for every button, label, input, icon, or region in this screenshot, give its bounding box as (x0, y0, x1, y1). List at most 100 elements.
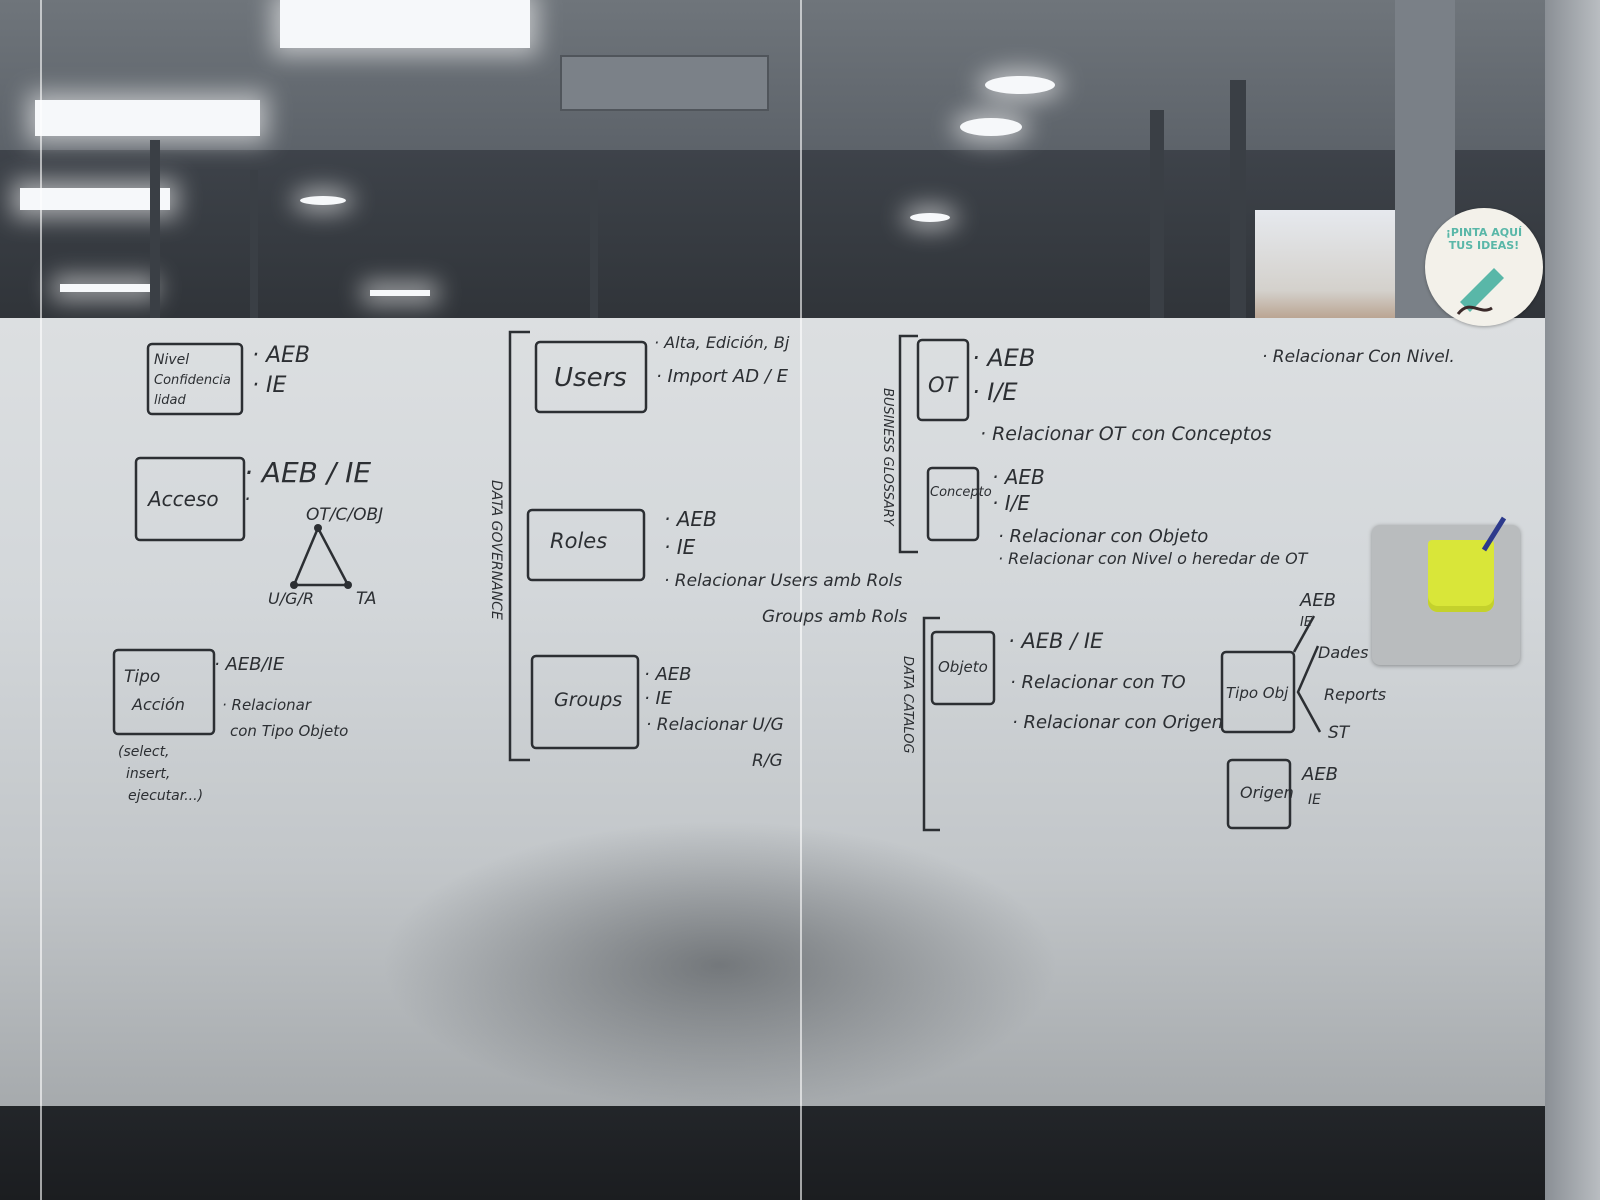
tipo-obj-branch (1292, 615, 1316, 653)
origen-box-label: Origen (1240, 783, 1294, 802)
users-box-label: Users (554, 363, 627, 393)
tipo-box-label: Tipo (124, 667, 160, 687)
pen-icon (1456, 268, 1504, 316)
concepto-item: · I/E (992, 491, 1030, 515)
marker-cup (1428, 540, 1494, 612)
concepto-box-label: Concepto (930, 485, 992, 500)
concepto-item: · AEB (992, 465, 1045, 489)
tipo-obj-item: Dades (1318, 643, 1368, 662)
concepto-item: · Relacionar con Nivel o heredar de OT (998, 549, 1309, 568)
roles-item: · AEB (664, 507, 717, 531)
roles-box-label: Roles (550, 529, 607, 553)
nivel-box-label: Nivel (154, 352, 189, 368)
users-box-outline (534, 340, 648, 414)
origen-item: AEB (1301, 764, 1338, 785)
air-vent (560, 55, 769, 111)
objeto-item: · Relacionar con TO (1010, 672, 1186, 693)
roles-item: Groups amb Rols (762, 607, 907, 627)
glass-partition-frame (1150, 110, 1164, 320)
top-right-note: · Relacionar Con Nivel. (1262, 347, 1455, 367)
ot-item: · Relacionar OT con Conceptos (980, 423, 1272, 445)
paint-here-sticker (1425, 208, 1543, 326)
window (1255, 210, 1395, 325)
users-item: · Import AD / E (656, 366, 789, 387)
nivel-item: · IE (252, 373, 286, 398)
users-item: · Alta, Edición, Bj (654, 333, 790, 352)
tipo-item: · AEB/IE (214, 654, 285, 675)
concepto-item: · Relacionar con Objeto (998, 526, 1208, 547)
acceso-box-outline (134, 456, 246, 542)
board-shadow (380, 820, 1060, 1110)
tipo-note: insert, (126, 766, 170, 782)
sticker-line: TUS IDEAS! (1448, 239, 1520, 252)
tipo-obj-item: ST (1328, 723, 1351, 743)
tipo-box-label: Acción (131, 695, 185, 714)
groups-item: R/G (752, 751, 783, 771)
triangle-vertex (314, 524, 322, 532)
tipo-obj-box-outline (1220, 650, 1296, 734)
groups-item: · IE (644, 688, 673, 709)
tipo-note: ejecutar...) (128, 788, 203, 804)
glass-partition-frame (1230, 80, 1246, 320)
origen-item: IE (1308, 792, 1321, 808)
ceiling-light (35, 100, 260, 136)
glass-panel-edge (40, 0, 42, 1200)
ot-box-outline (916, 338, 970, 422)
data-catalog-bracket (922, 616, 940, 832)
triangle-label-right: TA (356, 589, 376, 609)
triangle-label-top: OT/C/OBJ (306, 505, 383, 525)
triangle-vertex (290, 581, 298, 589)
glass-partition-frame (590, 180, 598, 320)
objeto-item: · Relacionar con Origen (1012, 712, 1223, 733)
sticker-line: ¡PINTA AQUÍ (1445, 226, 1523, 239)
concepto-box-outline (926, 466, 980, 542)
objeto-box-outline (930, 630, 996, 706)
nivel-box-label: lidad (154, 393, 186, 408)
nivel-item: · AEB (252, 343, 310, 368)
governance-bracket (508, 330, 530, 762)
tipo-obj-box-label: Tipo Obj (1226, 684, 1289, 702)
ceiling-light (910, 213, 950, 222)
business-glossary-bracket-label: BUSINESS GLOSSARY (880, 388, 895, 527)
groups-box-label: Groups (554, 689, 622, 711)
marker-pen-icon (1481, 516, 1507, 552)
tipo-obj-item: IE (1300, 615, 1313, 630)
groups-item: · Relacionar U/G (646, 715, 784, 735)
glass-panel-edge (800, 0, 802, 1200)
ceiling-light (985, 76, 1055, 94)
ceiling-light (20, 188, 170, 210)
tipo-item: · Relacionar (222, 696, 312, 714)
ceiling-light (960, 118, 1022, 136)
acceso-item: · (244, 487, 250, 511)
ceiling-light (60, 284, 150, 292)
ceiling-light (300, 196, 346, 205)
groups-item: · AEB (644, 664, 691, 685)
tipo-obj-branch (1296, 645, 1322, 733)
ceiling-light (280, 0, 530, 48)
objeto-item: · AEB / IE (1008, 629, 1104, 653)
objeto-box-label: Objeto (938, 658, 988, 676)
roles-item: · Relacionar Users amb Rols (664, 571, 902, 591)
right-wall (1545, 0, 1600, 1200)
data-catalog-bracket-label: DATA CATALOG (900, 656, 915, 754)
triangle-diagram (292, 525, 351, 587)
roles-box-outline (526, 508, 646, 582)
ot-item: · AEB (972, 344, 1035, 372)
business-glossary-bracket (898, 334, 918, 554)
ot-item: · I/E (972, 378, 1018, 406)
triangle-label-left: U/G/R (268, 589, 314, 608)
ot-box-label: OT (928, 373, 960, 397)
groups-box-outline (530, 654, 640, 750)
acceso-box-label: Acceso (146, 487, 219, 511)
ceiling-light (370, 290, 430, 296)
triangle-vertex (344, 581, 352, 589)
tipo-note: (select, (118, 744, 170, 760)
governance-bracket-label: DATA GOVERNANCE (488, 480, 504, 620)
roles-item: · IE (664, 535, 696, 559)
tipo-accion-box-outline (112, 648, 216, 736)
origen-box-outline (1226, 758, 1292, 830)
acceso-item: · AEB / IE (244, 456, 371, 489)
tipo-obj-item: AEB (1299, 590, 1336, 611)
